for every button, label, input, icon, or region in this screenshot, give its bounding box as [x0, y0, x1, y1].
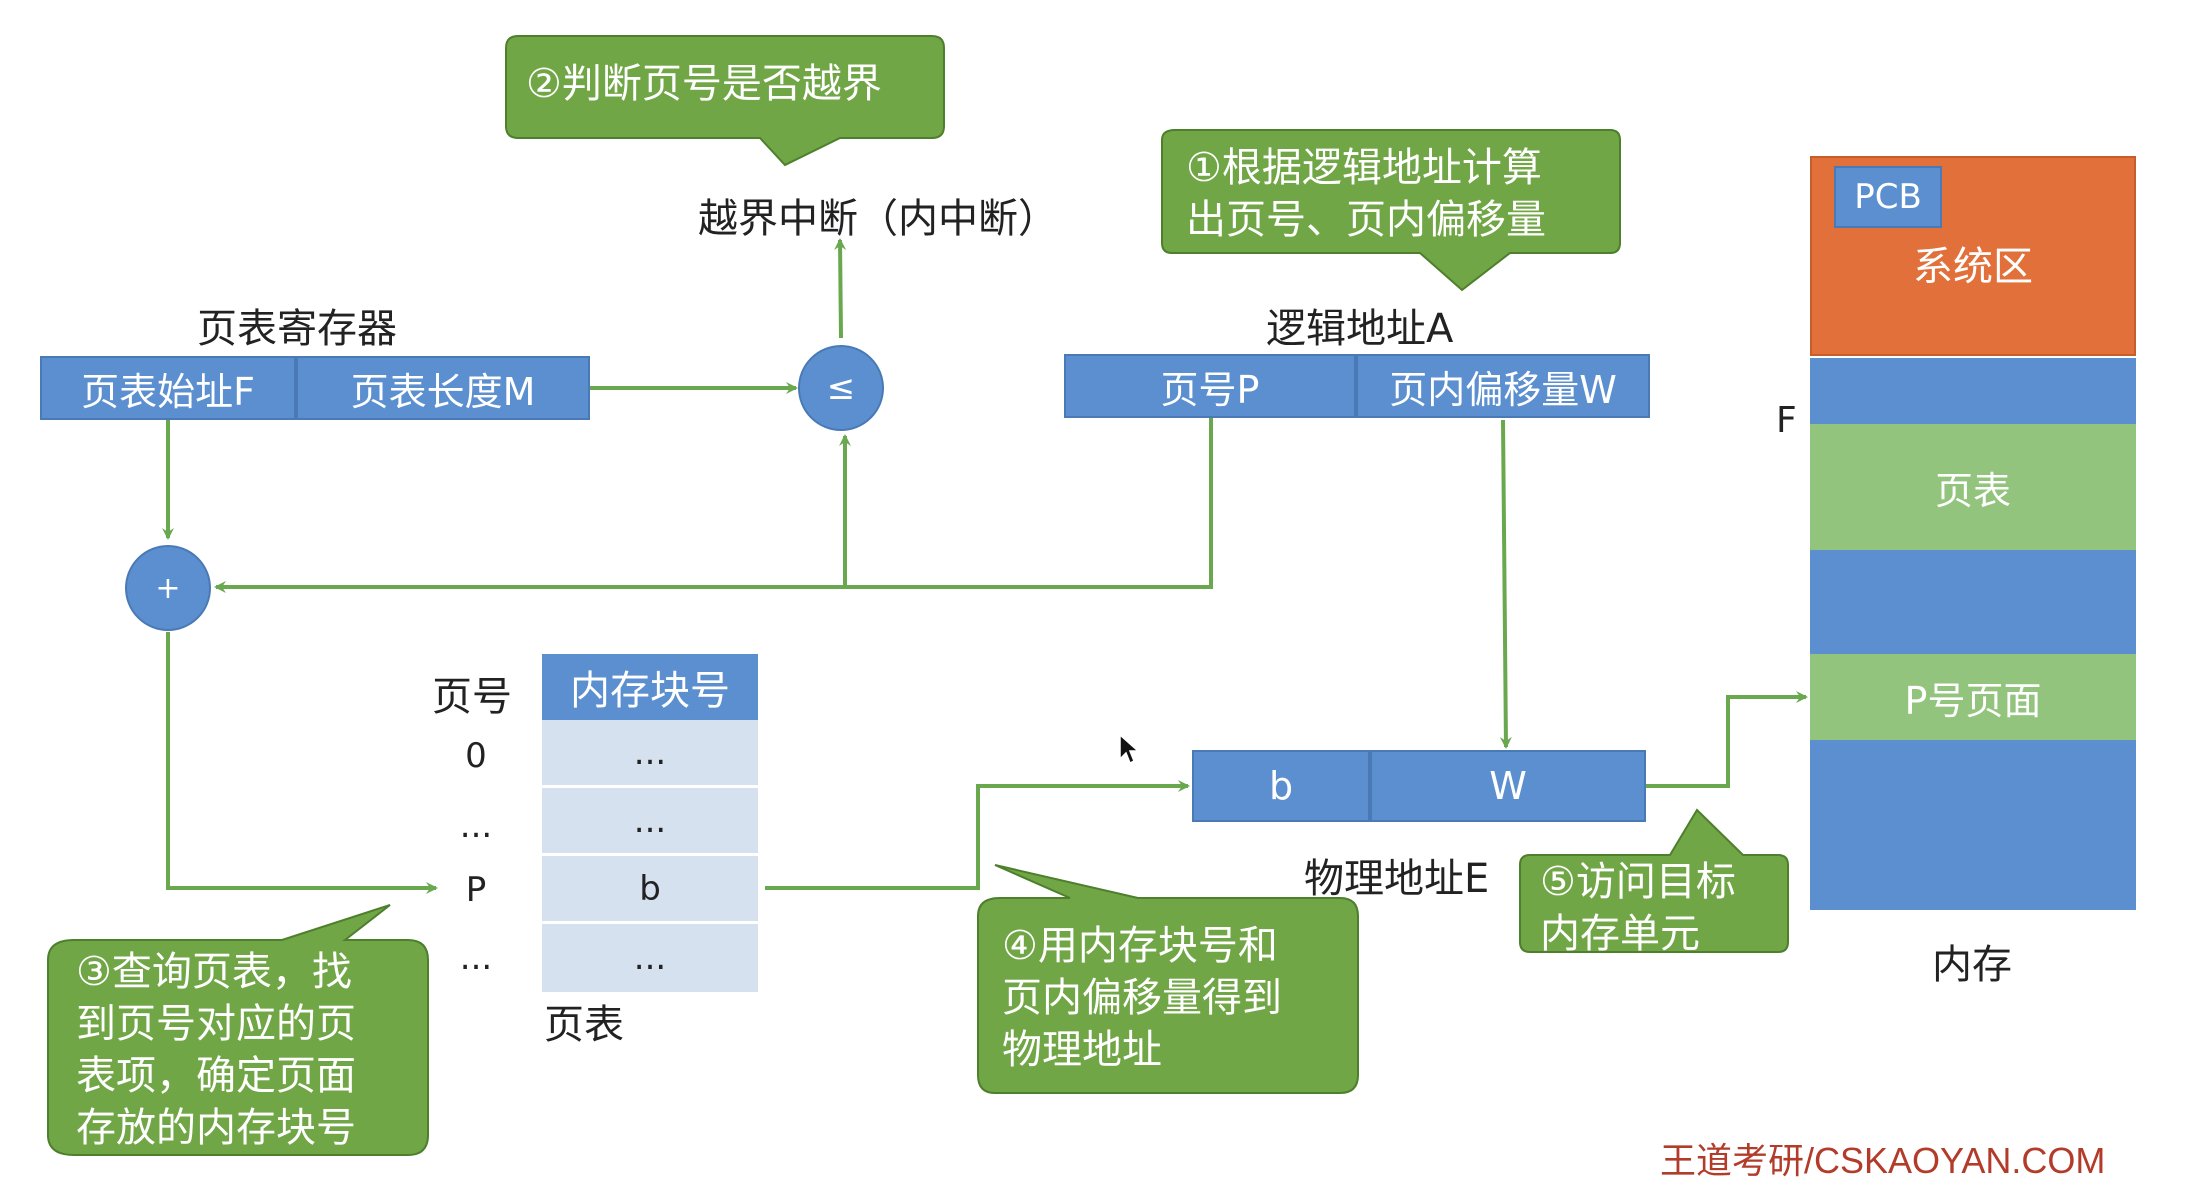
memory-p-page-block: P号页面 [1810, 654, 2136, 740]
arrow-pageno-to-plus [214, 418, 1213, 593]
page-table-row-3-page: ... [459, 938, 493, 978]
callout-3-shape [47, 904, 429, 1156]
callout-1-shape [1161, 129, 1621, 292]
watermark: 王道考研/CSKAOYAN.COM [1660, 1140, 2106, 1181]
plus-node [125, 545, 211, 631]
logical-address-title: 逻辑地址A [1266, 306, 1454, 352]
page-table-row-1-block: ... [542, 788, 758, 856]
callout-5-shape [1519, 808, 1789, 953]
compare-node [798, 345, 884, 431]
compare-symbol: ≤ [826, 368, 856, 408]
callout-4-text: ④用内存块号和 页内偏移量得到 物理地址 [1002, 923, 1282, 1073]
physical-offset-cell: W [1370, 750, 1646, 822]
page-table-row-1-page: ... [459, 806, 493, 846]
interrupt-label: 越界中断（内中断） [698, 196, 1058, 242]
memory-pcb-block: PCB [1834, 166, 1942, 228]
arrow-compare-to-interrupt [834, 238, 847, 339]
arrow-plus-to-table [166, 632, 438, 894]
mouse-cursor-icon [1119, 733, 1140, 765]
memory-block-bottom [1810, 740, 2136, 910]
arrow-offset-to-physical [1499, 419, 1512, 749]
plus-symbol: + [155, 570, 181, 606]
arrow-physical-to-memory [1646, 691, 1808, 788]
callout-5-text: ⑤访问目标 内存单元 [1540, 859, 1736, 957]
ptr-length-cell: 页表长度M [296, 356, 590, 420]
callout-1-text: ①根据逻辑地址计算 出页号、页内偏移量 [1186, 145, 1546, 243]
callout-2-shape [505, 35, 945, 167]
physical-block-cell: b [1192, 750, 1370, 822]
physical-address-title: 物理地址E [1304, 856, 1490, 902]
memory-block-above-page-table [1810, 358, 2136, 424]
page-table-row-0-block: ... [542, 720, 758, 788]
page-table-row-3-block: ... [542, 924, 758, 992]
page-table-caption: 页表 [544, 1002, 624, 1048]
memory-page-table-block: 页表 [1810, 424, 2136, 550]
memory-f-marker: F [1776, 400, 1797, 441]
ptr-start-cell: 页表始址F [40, 356, 296, 420]
callout-2-text: ②判断页号是否越界 [526, 61, 882, 107]
page-table-col-block: 内存块号 [542, 654, 758, 720]
page-table-col-page: 页号 [432, 674, 512, 720]
ptr-title: 页表寄存器 [197, 306, 397, 352]
memory-block-middle [1810, 550, 2136, 654]
memory-system-label: 系统区 [1913, 244, 2033, 290]
offset-cell: 页内偏移量W [1356, 354, 1650, 418]
callout-4-shape [977, 864, 1359, 1094]
page-table-row-p-block: b [542, 856, 758, 924]
page-number-cell: 页号P [1064, 354, 1356, 418]
arrow-table-to-physical [765, 780, 1190, 890]
page-table-row-0-page: 0 [465, 736, 487, 776]
page-table-row-p-page: P [465, 870, 487, 910]
memory-title: 内存 [1932, 942, 2012, 988]
callout-3-text: ③查询页表，找 到页号对应的页 表项，确定页面 存放的内存块号 [76, 949, 356, 1151]
